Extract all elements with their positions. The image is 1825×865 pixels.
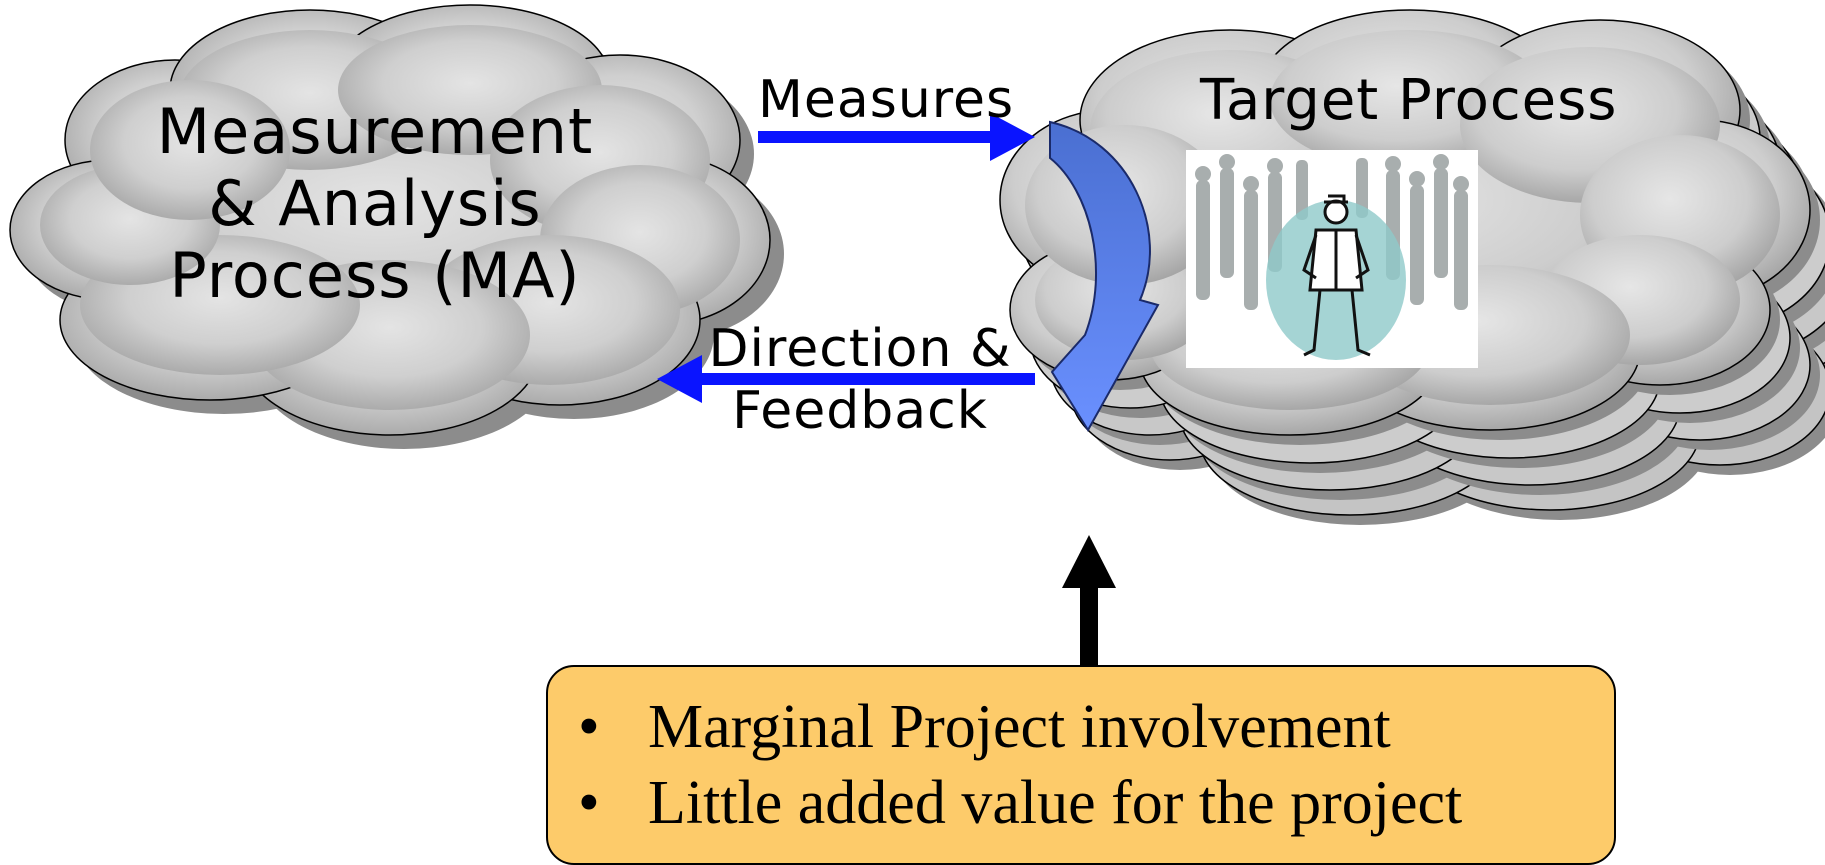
- measures-label: Measures: [758, 70, 1015, 130]
- note-item-text: Little added value for the project: [648, 769, 1463, 837]
- crowd-with-leader-icon: [1186, 150, 1478, 368]
- ma-label-line-2: & Analysis: [208, 167, 542, 240]
- up-arrow: [1062, 535, 1116, 670]
- note-list: • Marginal Project involvement • Little …: [548, 667, 1614, 841]
- measures-arrow: [758, 113, 1035, 161]
- curved-cycle-arrow: [1049, 120, 1160, 432]
- ma-label-line-1: Measurement: [156, 95, 594, 168]
- ma-label-line-3: Process (MA): [169, 239, 581, 312]
- feedback-label-line-1: Direction &: [708, 319, 1012, 379]
- direction-feedback-label: Direction & Feedback: [680, 318, 1040, 442]
- note-item: • Little added value for the project: [548, 765, 1614, 841]
- bullet-icon: •: [578, 693, 600, 761]
- bullet-icon: •: [578, 769, 600, 837]
- ma-cloud-label: Measurement & Analysis Process (MA): [95, 96, 655, 312]
- target-process-label: Target Process: [1200, 68, 1618, 133]
- feedback-label-line-2: Feedback: [732, 381, 988, 441]
- feedback-arrow: [657, 355, 1035, 403]
- ma-cloud-fill-cover: [40, 25, 740, 410]
- note-box: • Marginal Project involvement • Little …: [546, 665, 1616, 865]
- note-item: • Marginal Project involvement: [548, 689, 1614, 765]
- note-item-text: Marginal Project involvement: [648, 693, 1391, 761]
